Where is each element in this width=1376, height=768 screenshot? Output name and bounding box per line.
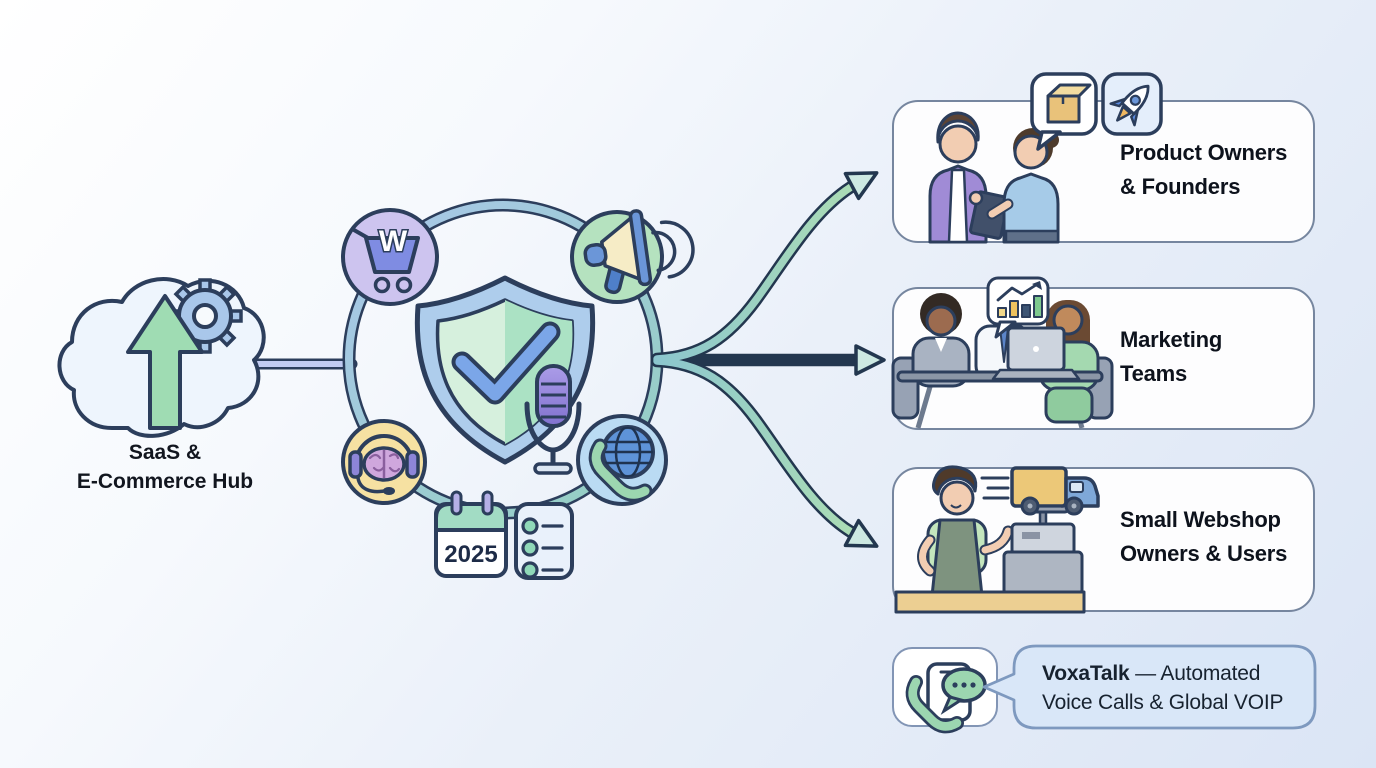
voxatalk-caption-line2: Voice Calls & Global VOIP	[1042, 691, 1284, 714]
voxatalk-caption: VoxaTalk — Automated Voice Calls & Globa…	[1042, 659, 1308, 717]
megaphone-icon	[570, 209, 695, 304]
arrowhead-up	[843, 171, 879, 201]
card-title-line: Owners & Users	[1120, 541, 1288, 566]
card-title-product-owners: Product Owners & Founders	[1120, 136, 1287, 204]
cart-letter: W	[379, 225, 408, 258]
card-title-webshop-owners: Small Webshop Owners & Users	[1120, 503, 1287, 571]
hub-label: SaaS & E-Commerce Hub	[23, 438, 307, 496]
arrowhead-down	[843, 518, 879, 548]
card-title-marketing-teams: Marketing Teams	[1120, 323, 1222, 391]
arrowhead-mid	[854, 344, 886, 376]
microphone-icon	[524, 364, 582, 475]
card-title-line: Marketing	[1120, 327, 1223, 352]
branch-arrows	[650, 171, 886, 548]
card-title-line: Teams	[1120, 361, 1188, 386]
voxatalk-brand: VoxaTalk	[1042, 662, 1130, 685]
card-title-line: & Founders	[1120, 174, 1241, 199]
shield-check-icon	[414, 275, 596, 465]
checklist-icon	[514, 502, 574, 580]
card-title-line: Product Owners	[1120, 140, 1288, 165]
large-gear-icon	[167, 278, 243, 354]
calendar-icon: 2025	[434, 490, 508, 578]
audience-card-marketing-teams: Marketing Teams	[892, 287, 1315, 430]
brain-headset-icon	[341, 419, 427, 505]
voxatalk-caption-line1: — Automated	[1135, 662, 1261, 685]
audience-card-product-owners: Product Owners & Founders	[892, 100, 1315, 243]
small-gear-icon	[100, 360, 156, 416]
woocommerce-cart-icon: W	[341, 208, 439, 306]
cloud-icon	[57, 277, 266, 438]
hub-label-line2: E-Commerce Hub	[76, 470, 254, 493]
cloud-gears-icon	[57, 277, 266, 438]
calendar-year: 2025	[444, 541, 497, 568]
card-title-line: Small Webshop	[1120, 507, 1281, 532]
hub-ring	[342, 198, 664, 520]
voxatalk-icon-box	[892, 647, 998, 727]
audience-card-webshop-owners: Small Webshop Owners & Users	[892, 467, 1315, 612]
hub-label-line1: SaaS &	[128, 441, 202, 464]
globe-phone-icon	[576, 414, 668, 506]
upload-arrow-icon	[126, 294, 204, 430]
